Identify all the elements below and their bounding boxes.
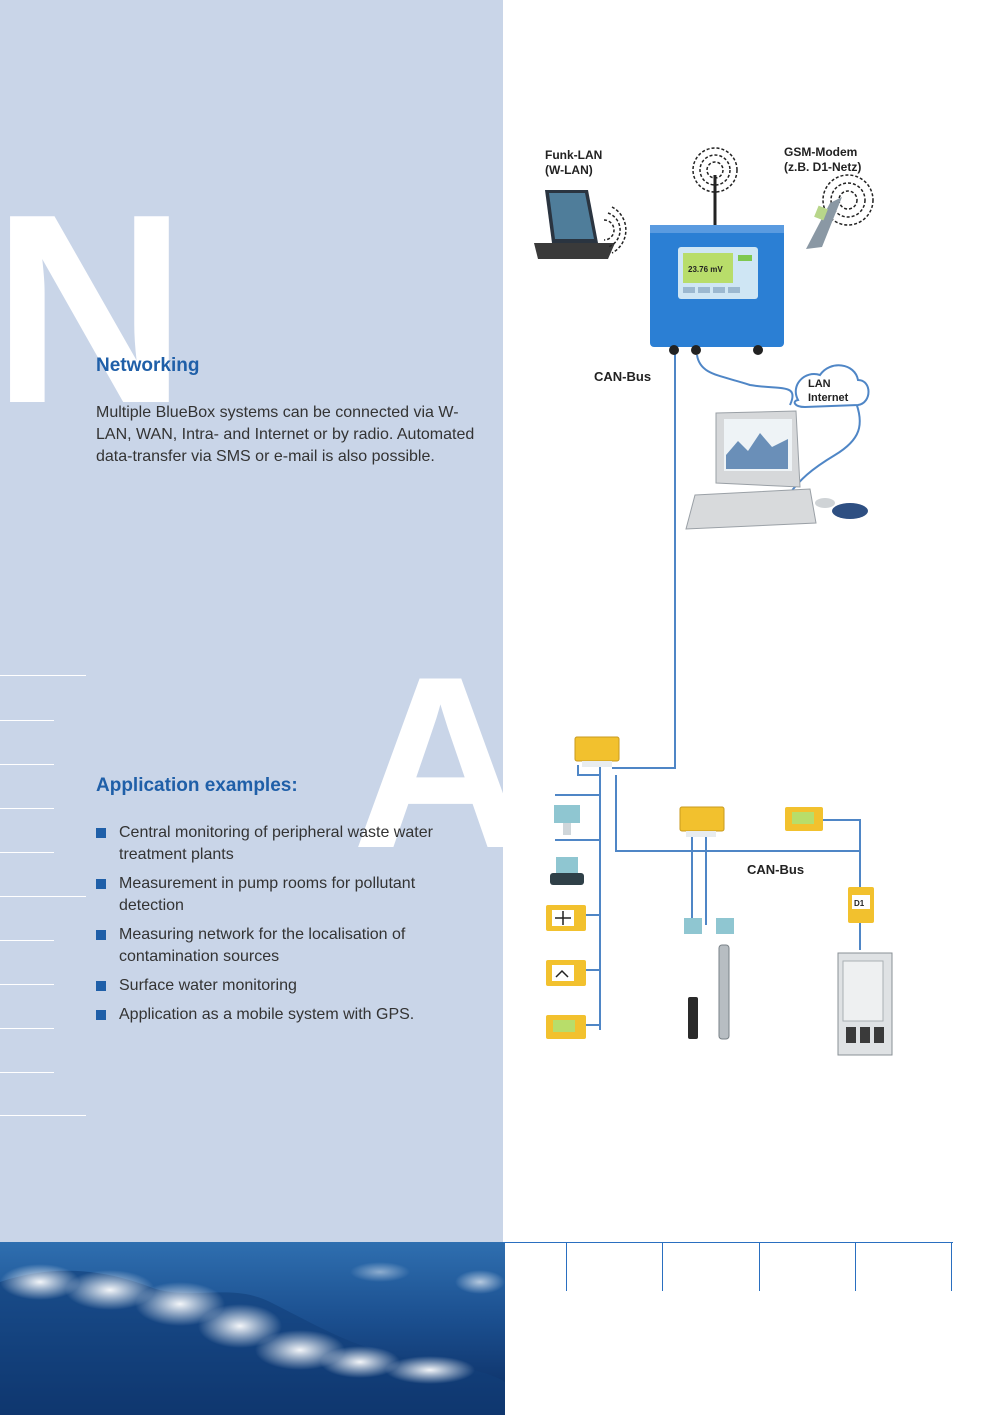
yellow-display-module bbox=[546, 1015, 586, 1039]
square-bullet-icon bbox=[96, 930, 106, 940]
side-rule bbox=[0, 808, 54, 809]
yellow-display-module bbox=[785, 807, 823, 831]
list-item: Surface water monitoring bbox=[96, 975, 476, 997]
list-item-text: Central monitoring of peripheral waste w… bbox=[119, 824, 433, 863]
tab-divider bbox=[951, 1243, 952, 1291]
internet-cable bbox=[789, 399, 861, 494]
bluebox-device-icon: 23.76 mV bbox=[650, 225, 784, 355]
hub-module-bottom bbox=[679, 806, 725, 837]
tab-divider bbox=[759, 1243, 760, 1291]
decorative-initial-a: A bbox=[352, 625, 503, 899]
side-rule bbox=[0, 720, 54, 721]
funk-lan-label: Funk-LAN bbox=[545, 148, 602, 162]
mobile-phone-icon bbox=[806, 197, 842, 249]
side-rule bbox=[0, 852, 54, 853]
decorative-initial-n: N bbox=[0, 159, 187, 460]
yellow-junction-module: D1 bbox=[848, 887, 874, 923]
control-cabinet-icon bbox=[837, 952, 893, 1056]
gsm-modem-sublabel: (z.B. D1-Netz) bbox=[784, 160, 861, 174]
hub-module-top bbox=[574, 736, 620, 767]
sensor-module bbox=[554, 805, 580, 835]
device-screen-reading: 23.76 mV bbox=[688, 265, 723, 274]
side-rule bbox=[0, 764, 54, 765]
side-rule bbox=[0, 1028, 54, 1029]
list-item-text: Application as a mobile system with GPS. bbox=[119, 1006, 415, 1023]
list-item-text: Measuring network for the localisation o… bbox=[119, 926, 406, 965]
can-bus-branch-cable bbox=[615, 775, 860, 852]
list-item-text: Measurement in pump rooms for pollutant … bbox=[119, 875, 416, 914]
wireless-waves-icon bbox=[603, 206, 627, 254]
lan-internet-cloud-icon: LAN Internet bbox=[793, 364, 870, 409]
list-item: Application as a mobile system with GPS. bbox=[96, 1004, 476, 1026]
square-bullet-icon bbox=[96, 981, 106, 991]
laptop-icon bbox=[534, 190, 615, 259]
sensor-module bbox=[550, 857, 584, 885]
tab-divider bbox=[855, 1243, 856, 1291]
networking-text: Multiple BlueBox systems can be connecte… bbox=[96, 404, 475, 465]
can-bus-main-cable bbox=[612, 350, 676, 769]
gsm-modem-label: GSM-Modem bbox=[784, 145, 857, 159]
internet-label: Internet bbox=[808, 392, 849, 404]
list-item: Measuring network for the localisation o… bbox=[96, 924, 476, 968]
probe-sensor-icon bbox=[688, 997, 698, 1039]
side-rule bbox=[0, 940, 54, 941]
applications-heading: Application examples: bbox=[96, 775, 298, 796]
list-item: Central monitoring of peripheral waste w… bbox=[96, 822, 476, 866]
probe-connector bbox=[684, 918, 734, 934]
side-rule bbox=[0, 675, 86, 676]
ocean-wave-photo bbox=[0, 1242, 505, 1415]
list-item-text: Surface water monitoring bbox=[119, 977, 297, 994]
side-rule bbox=[0, 1115, 86, 1116]
square-bullet-icon bbox=[96, 828, 106, 838]
networking-heading: Networking bbox=[96, 355, 200, 376]
junction-label: D1 bbox=[854, 899, 865, 908]
lan-cable bbox=[696, 354, 794, 406]
yellow-sensor-module bbox=[546, 905, 586, 931]
list-item: Measurement in pump rooms for pollutant … bbox=[96, 873, 476, 917]
side-rule bbox=[0, 1072, 54, 1073]
can-bus-label-bottom: CAN-Bus bbox=[747, 862, 804, 877]
side-rule bbox=[0, 984, 54, 985]
side-rule bbox=[0, 896, 86, 897]
gsm-signal-icon bbox=[822, 174, 874, 226]
left-panel: N A Networking Multiple BlueBox systems … bbox=[0, 0, 503, 1242]
network-diagram: Funk-LAN (W-LAN) GSM-Modem (z.B. D1-Netz… bbox=[534, 145, 893, 1056]
funk-lan-sublabel: (W-LAN) bbox=[545, 163, 593, 177]
tab-divider bbox=[662, 1243, 663, 1291]
lan-label: LAN bbox=[808, 378, 831, 390]
applications-list: Central monitoring of peripheral waste w… bbox=[96, 822, 476, 1033]
yellow-sensor-module bbox=[546, 960, 586, 986]
can-bus-label-top: CAN-Bus bbox=[594, 369, 651, 384]
desktop-computer-icon bbox=[685, 410, 868, 530]
probe-sensor-icon bbox=[718, 944, 730, 1040]
square-bullet-icon bbox=[96, 1010, 106, 1020]
square-bullet-icon bbox=[96, 879, 106, 889]
tab-divider bbox=[566, 1243, 567, 1291]
page-tab-bar bbox=[503, 1242, 953, 1293]
